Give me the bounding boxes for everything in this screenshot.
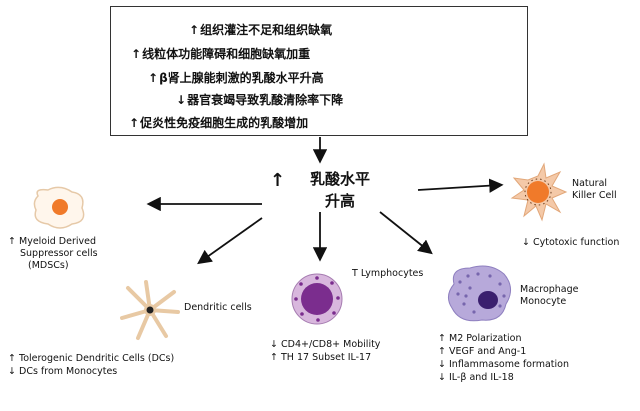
nk-label-line1: Natural <box>572 178 608 189</box>
macrophage-effect: ↑ M2 Polarization <box>438 333 522 344</box>
center-title-line2: 升高 <box>324 192 355 210</box>
cause-item: ↑组织灌注不足和组织缺氧 <box>189 23 333 37</box>
nk-effect-text: Cytotoxic function <box>533 237 620 248</box>
mdsc-label-line1: Myeloid Derived <box>19 236 97 247</box>
macrophage-label-line1: Macrophage <box>520 284 579 295</box>
arrow-to-macrophage <box>379 211 433 255</box>
cause-item: ↑促炎性免疫细胞生成的乳酸增加 <box>129 116 309 130</box>
macrophage-icon <box>448 265 511 322</box>
center-title-line1: 乳酸水平 <box>309 170 370 188</box>
t-lymphocyte-icon <box>291 273 343 325</box>
tcell-effects: ↓ CD4+/CD8+ Mobility ↑ TH 17 Subset IL-1… <box>270 338 380 364</box>
macrophage-effect: ↓ Inflammasome formation <box>438 359 570 370</box>
cause-item: ↑β肾上腺能刺激的乳酸水平升高 <box>148 71 324 85</box>
tcell-effect: ↑ TH 17 Subset IL-17 <box>270 352 372 363</box>
macrophage-effects: ↑ M2 Polarization ↑ VEGF and Ang-1 ↓ Inf… <box>438 332 569 384</box>
dendritic-label: Dendritic cells <box>184 302 252 313</box>
center-arrow: ↑ <box>270 170 286 191</box>
nk-label-line2: Killer Cell <box>572 190 617 201</box>
macrophage-effect: ↑ VEGF and Ang-1 <box>438 346 527 357</box>
cause-item: ↓器官衰竭导致乳酸清除率下降 <box>176 93 344 107</box>
mdsc-label-line2: Suppressor cells <box>20 248 98 259</box>
arrow-to-nk <box>417 178 504 193</box>
macrophage-label: Macrophage Monocyte <box>520 284 579 308</box>
dendritic-cell-icon <box>120 280 180 340</box>
mdsc-label-line3: (MDSCs) <box>28 260 69 271</box>
nk-label: Natural Killer Cell <box>572 178 617 202</box>
center-title: 乳酸水平 升高 <box>285 168 395 212</box>
mdsc-arrow: ↑ <box>8 236 16 247</box>
macrophage-label-line2: Monocyte <box>520 296 567 307</box>
arrow-to-dendritic <box>197 217 263 265</box>
nk-effect: ↓ Cytotoxic function <box>522 236 619 249</box>
dendritic-effect: ↓ DCs from Monocytes <box>8 366 118 377</box>
nk-cell-icon <box>510 162 568 222</box>
causes-box: ↑组织灌注不足和组织缺氧 ↑线粒体功能障碍和细胞缺氧加重 ↑β肾上腺能刺激的乳酸… <box>110 6 528 136</box>
macrophage-effect: ↓ IL-β and IL-18 <box>438 372 514 383</box>
tcell-label: T Lymphocytes <box>352 268 424 279</box>
cause-item: ↑线粒体功能障碍和细胞缺氧加重 <box>131 47 311 61</box>
dendritic-effects: ↑ Tolerogenic Dendritic Cells (DCs) ↓ DC… <box>8 352 174 378</box>
nk-effect-arrow: ↓ <box>522 237 530 248</box>
dendritic-effect: ↑ Tolerogenic Dendritic Cells (DCs) <box>8 353 175 364</box>
tcell-effect: ↓ CD4+/CD8+ Mobility <box>270 339 381 350</box>
mdsc-label: ↑ Myeloid Derived Suppressor cells (MDSC… <box>8 236 98 272</box>
mdsc-cell-icon <box>33 186 85 229</box>
